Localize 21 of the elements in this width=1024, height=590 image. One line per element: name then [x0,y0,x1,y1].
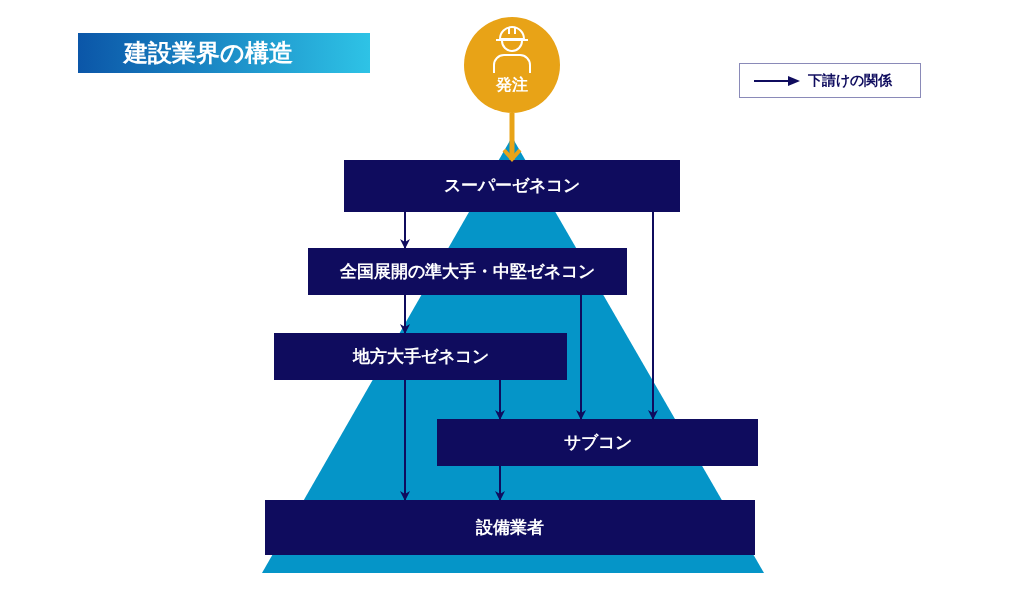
arrow [502,113,522,161]
tier-box [308,248,627,295]
legend-label: 下請けの関係 [808,71,892,90]
tier-label: 全国展開の準大手・中堅ゼネコン [340,259,595,283]
tier-label: 設備業者 [476,515,544,539]
tier-box [274,333,567,380]
arrow [400,294,410,334]
title-banner: 建設業界の構造 [78,33,370,73]
arrow [648,211,658,420]
arrow [495,465,505,501]
arrow [400,379,410,501]
tier-box [265,500,755,555]
client-label: 発注 [496,75,528,95]
tier-label: サブコン [563,430,632,454]
tier-box [344,160,680,212]
tier-label: スーパーゼネコン [444,174,580,198]
arrow [400,211,410,249]
arrow [576,294,586,420]
tier-label: 地方大手ゼネコン [352,344,489,368]
tier-box [437,419,758,466]
arrow [495,379,505,420]
